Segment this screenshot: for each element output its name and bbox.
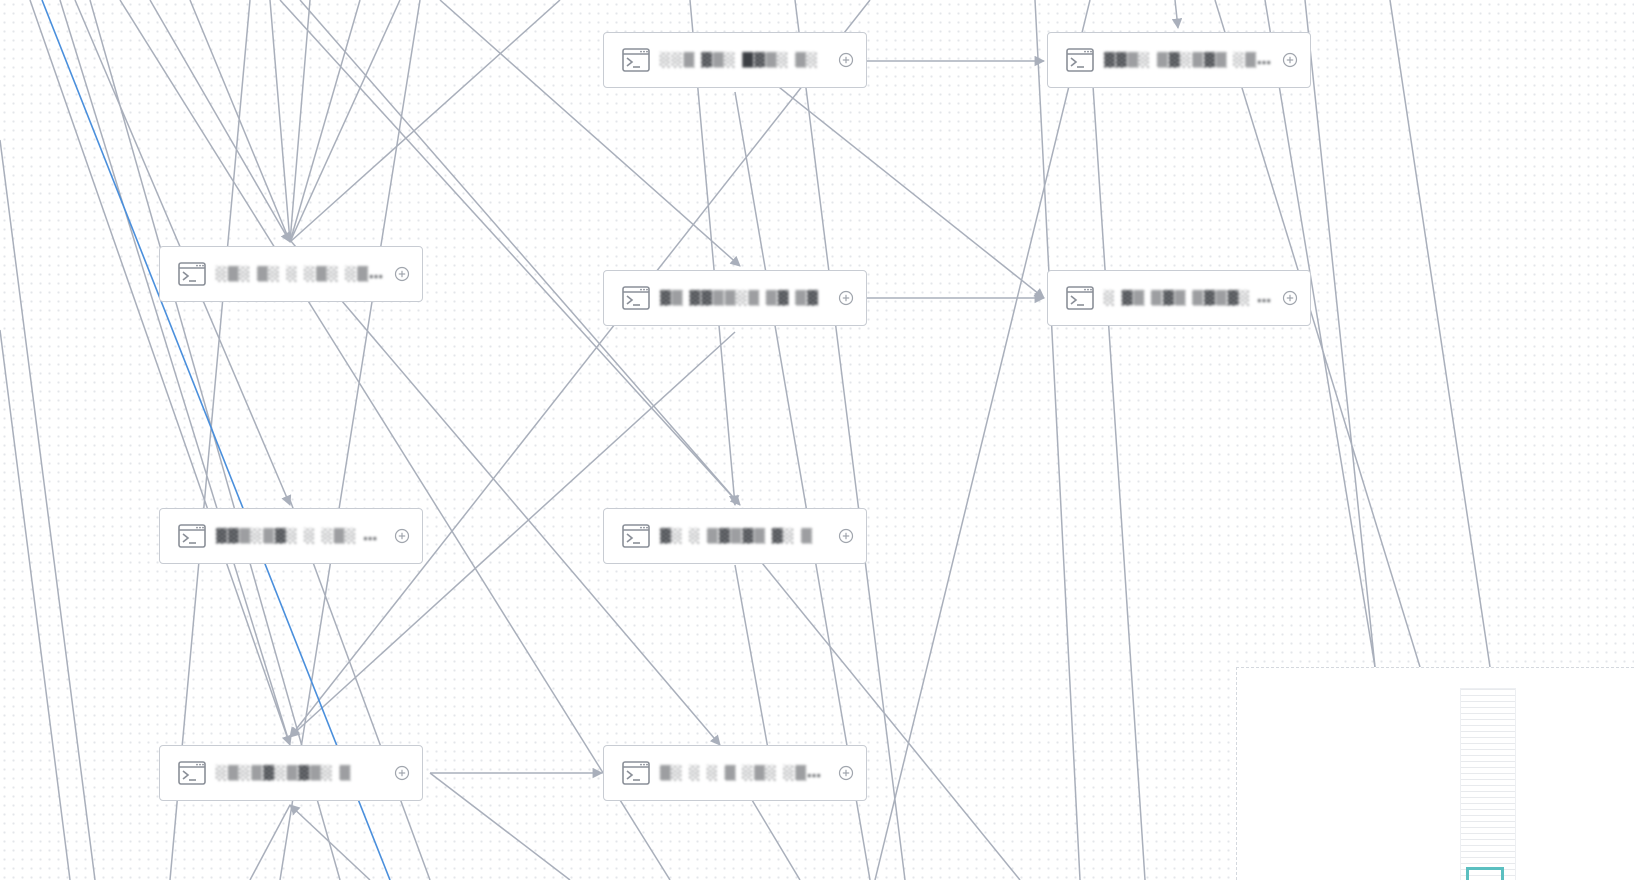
node-card[interactable]: ▓▒ ▓▓▒▒░▒ ▒▓ ▒▓ xyxy=(603,270,867,326)
edge xyxy=(29,0,292,746)
plus-circle-icon[interactable] xyxy=(838,765,854,781)
edge xyxy=(759,71,1045,299)
edge xyxy=(874,0,1091,880)
terminal-window-icon xyxy=(622,48,650,72)
node-card[interactable]: ░▒░▒▓░▒▓▒░ ▒ xyxy=(159,745,423,801)
node-label: ▓▓▒░ ▒▓░▒▓▒ ░▒▓▒░▒▓ xyxy=(1104,52,1276,68)
node-card[interactable]: ▓░ ░ ▒▓▒▓▒ ▓░ ▒ xyxy=(603,508,867,564)
terminal-window-icon xyxy=(622,524,650,548)
minimap-graph-preview xyxy=(1460,688,1516,880)
node-label: ░ ▓▒ ▒▓▒ ▒▓▒▓░ ▒▓▒░▒ xyxy=(1104,290,1276,306)
node-card[interactable]: ▒░ ░ ░ ▒ ░▒░ ░▒░ ░ xyxy=(603,745,867,801)
node-label: ▓▓▒░▒▓░ ░ ░▒░ ░▒ ░ xyxy=(216,528,388,544)
node-card[interactable]: ▓▓▒░ ▒▓░▒▓▒ ░▒▓▒░▒▓ xyxy=(1047,32,1311,88)
plus-circle-icon[interactable] xyxy=(1282,290,1298,306)
edge xyxy=(734,564,771,761)
edge xyxy=(0,329,71,880)
terminal-window-icon xyxy=(178,524,206,548)
edge xyxy=(1171,0,1183,30)
node-card[interactable]: ░ ▓▒ ▒▓▒ ▒▓▒▓░ ▒▓▒░▒ xyxy=(1047,270,1311,326)
terminal-window-icon xyxy=(622,286,650,310)
edge xyxy=(289,0,311,243)
edge xyxy=(289,0,401,243)
node-label: ░▒░▒▓░▒▓▒░ ▒ xyxy=(216,765,352,781)
plus-circle-icon[interactable] xyxy=(838,290,854,306)
plus-circle-icon[interactable] xyxy=(1282,52,1298,68)
terminal-window-icon xyxy=(622,761,650,785)
terminal-window-icon xyxy=(1066,48,1094,72)
plus-circle-icon[interactable] xyxy=(838,52,854,68)
edge xyxy=(189,0,291,243)
edge xyxy=(289,804,371,880)
edge xyxy=(1389,0,1491,668)
node-label: ░░▒ ▓▒░ █▓▒░ ▒░ xyxy=(660,52,819,68)
edge xyxy=(59,0,291,746)
edge xyxy=(1034,0,1081,880)
node-card[interactable]: ░▒░ ▒░ ░ ░▒░ ░▒▓▒ ░ xyxy=(159,246,423,302)
edge xyxy=(1304,0,1376,668)
edge xyxy=(249,804,291,880)
minimap[interactable] xyxy=(1236,667,1634,880)
edge xyxy=(1214,0,1421,668)
minimap-viewport-handle[interactable] xyxy=(1466,867,1504,880)
edge xyxy=(1264,0,1376,668)
node-label: ▓░ ░ ▒▓▒▓▒ ▓░ ▒ xyxy=(660,528,813,544)
edge xyxy=(269,0,291,243)
edge xyxy=(429,772,571,880)
node-card[interactable]: ▓▓▒░▒▓░ ░ ░▒░ ░▒ ░ xyxy=(159,508,423,564)
plus-circle-icon[interactable] xyxy=(394,528,410,544)
node-label: ░▒░ ▒░ ░ ░▒░ ░▒▓▒ ░ xyxy=(216,266,388,282)
terminal-window-icon xyxy=(178,761,206,785)
edge xyxy=(1089,39,1146,880)
terminal-window-icon xyxy=(1066,286,1094,310)
edge xyxy=(289,0,361,243)
node-label: ▒░ ░ ░ ▒ ░▒░ ░▒░ ░ xyxy=(660,765,832,781)
edge xyxy=(149,0,291,243)
plus-circle-icon[interactable] xyxy=(394,765,410,781)
edge xyxy=(289,0,871,738)
node-label: ▓▒ ▓▓▒▒░▒ ▒▓ ▒▓ xyxy=(660,290,819,306)
plus-circle-icon[interactable] xyxy=(838,528,854,544)
terminal-window-icon xyxy=(178,262,206,286)
node-card[interactable]: ░░▒ ▓▒░ █▓▒░ ▒░ xyxy=(603,32,867,88)
edge xyxy=(744,541,1021,880)
edge xyxy=(289,0,561,243)
plus-circle-icon[interactable] xyxy=(394,266,410,282)
edge xyxy=(0,139,96,880)
